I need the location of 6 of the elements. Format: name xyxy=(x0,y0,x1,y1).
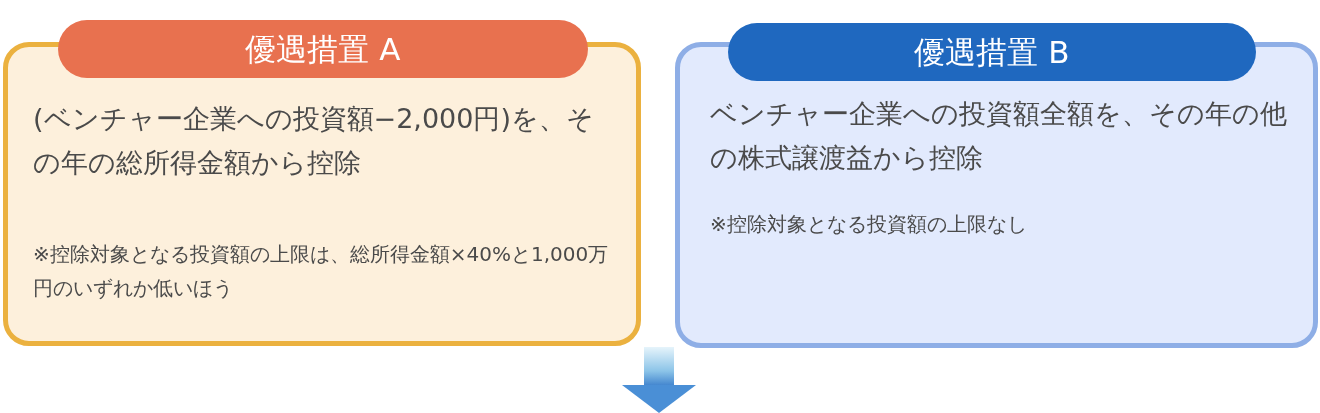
body-text: ベンチャー企業への投資額全額を、その年の他の株式譲渡益から控除 xyxy=(710,97,1288,175)
note-text: ※控除対象となる投資額の上限は、総所得金額×40%と1,000万円のいずれか低いほう xyxy=(33,241,610,302)
note-text: ※控除対象となる投資額の上限なし xyxy=(710,211,1028,238)
heading-tab: 優遇措置 B xyxy=(728,23,1256,81)
heading-tab: 優遇措置 A xyxy=(58,20,588,78)
body-text: (ベンチャー企業への投資額−2,000円)を、その年の総所得金額から控除 xyxy=(33,102,595,180)
